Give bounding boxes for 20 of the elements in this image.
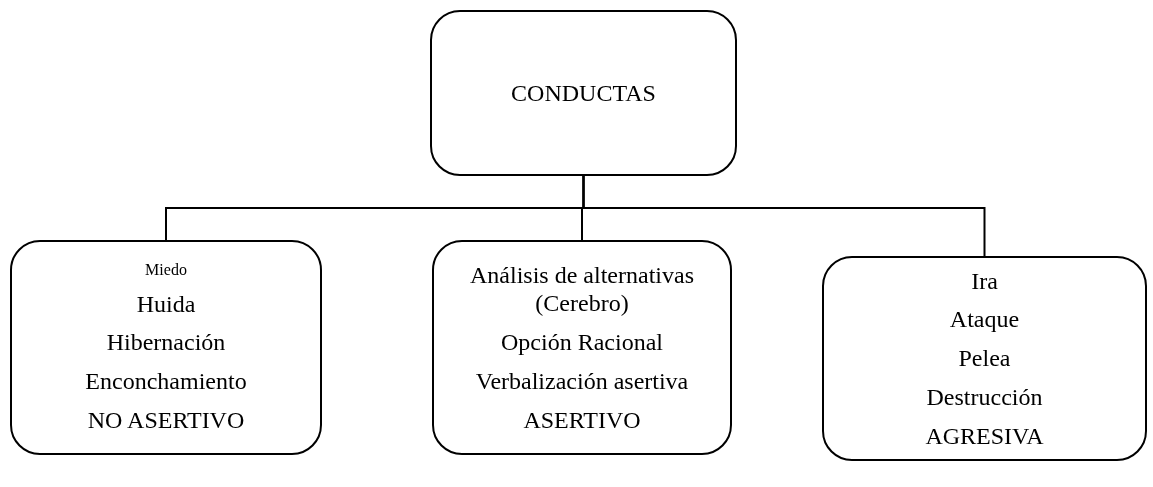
box-text: Ataque: [949, 305, 1020, 335]
box-text: Opción Racional: [501, 328, 663, 357]
box-text: Hibernación: [106, 328, 226, 358]
box-text: Verbalización asertiva: [475, 366, 689, 396]
rounded-box: [430, 10, 737, 176]
box-text: Enconchamiento: [85, 367, 247, 396]
rounded-box: [10, 240, 322, 455]
connector-line: [582, 175, 986, 257]
rounded-box: [432, 240, 732, 455]
box-text: CONDUCTAS: [511, 78, 656, 108]
box-text: Análisis de alternativas (Cerebro): [469, 260, 695, 319]
box-text: Miedo: [145, 260, 187, 280]
box-text: Huida: [136, 289, 196, 319]
box-text: Pelea: [958, 344, 1011, 373]
box-text: ASERTIVO: [523, 405, 641, 435]
box-text: Ira: [971, 266, 998, 296]
box-text: AGRESIVA: [925, 421, 1044, 451]
box-text: NO ASERTIVO: [87, 405, 245, 435]
box-text: Destrucción: [926, 382, 1043, 412]
rounded-box: [822, 256, 1147, 461]
